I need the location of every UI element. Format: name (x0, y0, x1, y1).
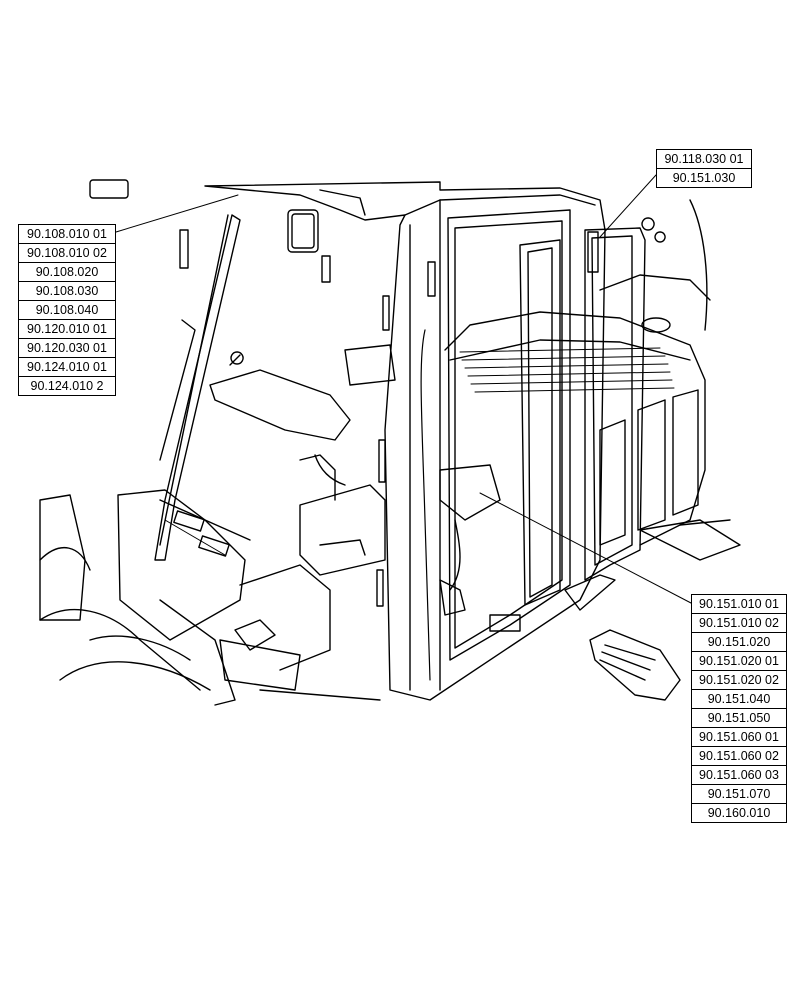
cab-interior (209, 344, 501, 591)
reference-code-link[interactable]: 90.151.010 01 (691, 594, 787, 614)
reference-code-link[interactable]: 90.160.010 (691, 803, 787, 823)
reference-code-link[interactable]: 90.151.040 (691, 689, 787, 709)
cab-door (519, 227, 646, 611)
small-parts (89, 179, 666, 632)
reference-code-link[interactable]: 90.108.010 02 (18, 243, 116, 263)
reference-row[interactable]: 90.151.020 02 (691, 670, 787, 690)
reference-row[interactable]: 90.151.020 01 (691, 651, 787, 671)
reference-row[interactable]: 90.151.010 02 (691, 613, 787, 633)
reference-code-link[interactable]: 90.108.040 (18, 300, 116, 320)
reference-row[interactable]: 90.124.010 01 (18, 357, 116, 377)
reference-code-link[interactable]: 90.124.010 2 (18, 376, 116, 396)
reference-row[interactable]: 90.151.070 (691, 784, 787, 804)
reference-row[interactable]: 90.151.020 (691, 632, 787, 652)
reference-row[interactable]: 90.151.060 02 (691, 746, 787, 766)
reference-code-link[interactable]: 90.108.010 01 (18, 224, 116, 244)
reference-row[interactable]: 90.151.040 (691, 689, 787, 709)
reference-row[interactable]: 90.160.010 (691, 803, 787, 823)
reference-code-link[interactable]: 90.151.050 (691, 708, 787, 728)
reference-row[interactable]: 90.120.030 01 (18, 338, 116, 358)
reference-code-link[interactable]: 90.151.070 (691, 784, 787, 804)
cab-frame (204, 181, 606, 701)
reference-code-link[interactable]: 90.151.020 02 (691, 670, 787, 690)
reference-row[interactable]: 90.108.010 02 (18, 243, 116, 263)
wiper-arm (154, 214, 241, 561)
reference-code-link[interactable]: 90.108.030 (18, 281, 116, 301)
step-plate (589, 629, 681, 701)
reference-code-link[interactable]: 90.151.060 02 (691, 746, 787, 766)
engine-cover (444, 199, 741, 561)
reference-code-link[interactable]: 90.151.010 02 (691, 613, 787, 633)
reference-code-link[interactable]: 90.108.020 (18, 262, 116, 282)
reference-row[interactable]: 90.108.020 (18, 262, 116, 282)
reference-row[interactable]: 90.151.060 03 (691, 765, 787, 785)
reference-code-link[interactable]: 90.151.020 01 (691, 651, 787, 671)
reference-row[interactable]: 90.120.010 01 (18, 319, 116, 339)
reference-row[interactable]: 90.124.010 2 (18, 376, 116, 396)
reference-code-link[interactable]: 90.151.020 (691, 632, 787, 652)
reference-code-link[interactable]: 90.151.060 03 (691, 765, 787, 785)
reference-code-link[interactable]: 90.120.010 01 (18, 319, 116, 339)
front-machinery (39, 489, 381, 706)
reference-row[interactable]: 90.151.030 (656, 168, 752, 188)
reference-row[interactable]: 90.108.030 (18, 281, 116, 301)
reference-code-link[interactable]: 90.124.010 01 (18, 357, 116, 377)
reference-row[interactable]: 90.108.040 (18, 300, 116, 320)
reference-row[interactable]: 90.108.010 01 (18, 224, 116, 244)
reference-code-link[interactable]: 90.151.030 (656, 168, 752, 188)
reference-code-link[interactable]: 90.120.030 01 (18, 338, 116, 358)
reference-row[interactable]: 90.151.060 01 (691, 727, 787, 747)
reference-code-link[interactable]: 90.118.030 01 (656, 149, 752, 169)
reference-code-link[interactable]: 90.151.060 01 (691, 727, 787, 747)
reference-row[interactable]: 90.118.030 01 (656, 149, 752, 169)
reference-row[interactable]: 90.151.050 (691, 708, 787, 728)
reference-row[interactable]: 90.151.010 01 (691, 594, 787, 614)
